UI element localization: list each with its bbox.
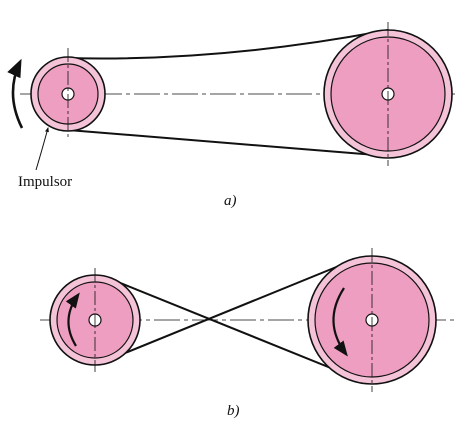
figure-a-driver-pulley [30, 48, 106, 140]
figure-b-belt-span-2 [107, 258, 357, 361]
figure-b-belt-span-1 [107, 277, 359, 380]
figure-a-belt-top [67, 29, 389, 60]
figure-b-small-pulley [49, 268, 141, 372]
figure-a-open-belt: Impulsor a) [7, 22, 455, 209]
figure-b-large-pulley [307, 248, 437, 392]
figure-a-rotation-arrow-icon [7, 58, 24, 129]
figure-a-driven-pulley [323, 22, 453, 166]
figure-a-caption: a) [224, 193, 237, 209]
figure-b-large-rotation-arrow-icon [332, 287, 348, 357]
figure-a-belt-bottom [67, 129, 389, 157]
figure-b-crossed-belt: b) [40, 248, 455, 419]
figure-a-label-leader [35, 127, 49, 171]
figure-a-driver-label: Impulsor [18, 174, 72, 190]
figure-b-caption: b) [227, 403, 240, 419]
figure-b-small-rotation-arrow-icon [65, 292, 80, 347]
